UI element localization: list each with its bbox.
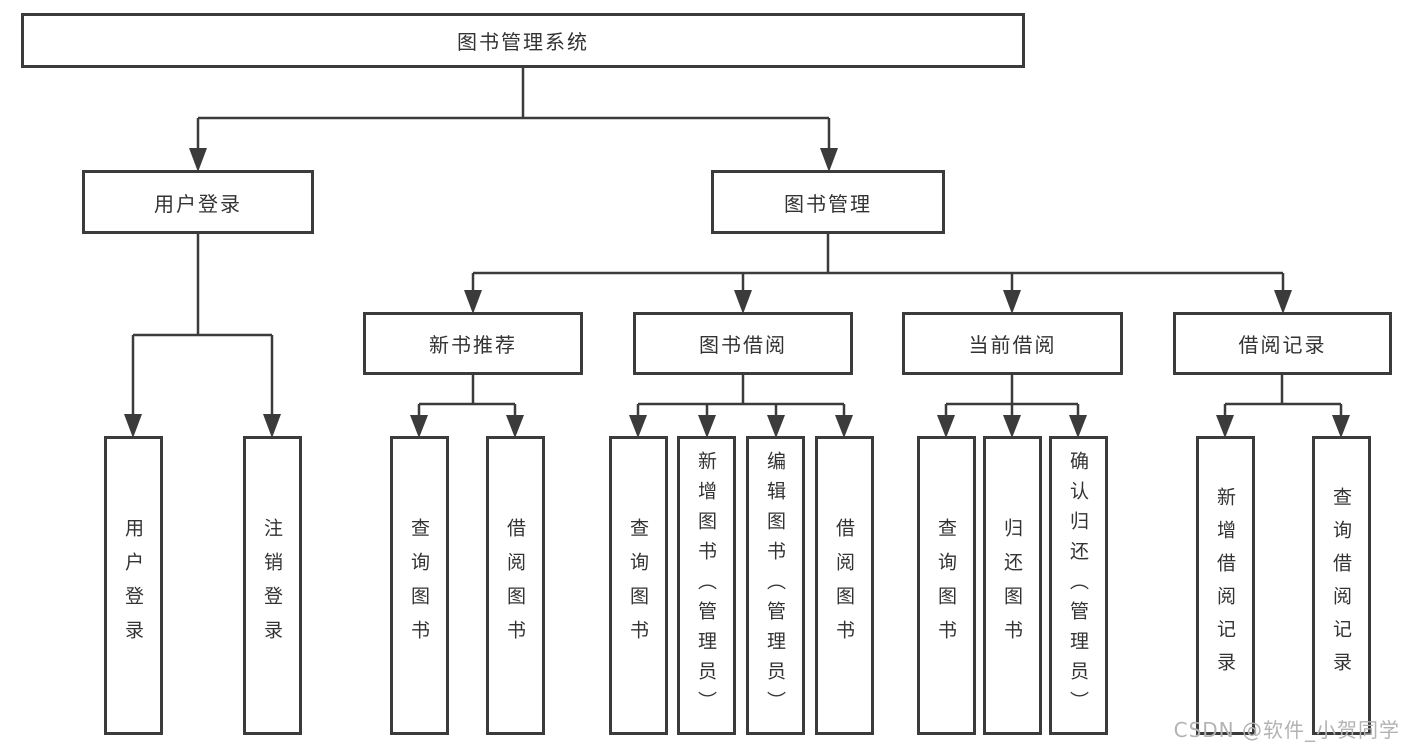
arrow-leaf-bb-query <box>629 415 647 438</box>
arrow-leaf-user-login <box>124 414 142 438</box>
arrow-book-borrow <box>734 290 752 314</box>
leaf-record-query: 查询借阅记录 <box>1312 436 1371 735</box>
node-book-mgmt-label: 图书管理 <box>784 191 872 216</box>
arrow-leaf-cb-query <box>937 415 955 438</box>
arrow-leaf-cb-confirm <box>1069 415 1087 438</box>
arrow-leaf-bb-edit <box>767 415 785 438</box>
arrow-leaf-bb-borrow <box>835 415 853 438</box>
node-borrow-record: 借阅记录 <box>1173 312 1392 375</box>
arrow-new-book <box>464 290 482 314</box>
leaf-logout: 注销登录 <box>243 436 302 735</box>
leaf-logout-label: 注销登录 <box>261 517 283 654</box>
connector-current-borrow-to-children <box>944 375 1080 418</box>
arrow-borrow-record <box>1274 290 1292 314</box>
leaf-current-query: 查询图书 <box>917 436 976 735</box>
watermark: CSDN @软件_小贺同学 <box>1173 718 1400 742</box>
arrow-leaf-cb-return <box>1003 415 1021 438</box>
node-root-label: 图书管理系统 <box>457 30 589 54</box>
node-user-login: 用户登录 <box>82 170 314 234</box>
arrow-leaf-bb-add <box>698 415 716 438</box>
arrow-book-mgmt <box>820 148 838 172</box>
leaf-record-add-label: 新增借阅记录 <box>1214 486 1236 685</box>
arrow-leaf-nb-query <box>410 415 428 438</box>
connector-book-borrow-to-children <box>636 375 846 418</box>
leaf-current-query-label: 查询图书 <box>935 517 957 654</box>
leaf-newbook-borrow-label: 借阅图书 <box>504 517 526 654</box>
leaf-current-confirm-admin-label: 确认归还（管理员） <box>1067 450 1089 721</box>
leaf-current-confirm-admin: 确认归还（管理员） <box>1049 436 1108 735</box>
connector-book-mgmt-to-level3 <box>471 234 1285 292</box>
node-user-login-label: 用户登录 <box>154 191 242 216</box>
arrow-user-login <box>189 148 207 172</box>
leaf-current-return-label: 归还图书 <box>1001 517 1023 654</box>
arrowheads <box>124 148 1350 438</box>
leaf-borrow-query-label: 查询图书 <box>627 517 649 654</box>
leaf-user-login-label: 用户登录 <box>122 517 144 654</box>
leaf-newbook-query-label: 查询图书 <box>408 517 430 654</box>
node-root: 图书管理系统 <box>21 13 1025 68</box>
leaf-record-query-label: 查询借阅记录 <box>1330 486 1352 685</box>
node-book-borrow-label: 图书借阅 <box>699 333 787 357</box>
leaf-borrow-borrow-label: 借阅图书 <box>833 517 855 654</box>
node-current-borrow: 当前借阅 <box>902 312 1123 375</box>
leaf-borrow-query: 查询图书 <box>609 436 668 735</box>
leaf-newbook-borrow: 借阅图书 <box>486 436 545 735</box>
leaf-borrow-borrow: 借阅图书 <box>815 436 874 735</box>
leaf-borrow-add-admin-label: 新增图书（管理员） <box>695 450 717 721</box>
arrow-leaf-nb-borrow <box>506 415 524 438</box>
leaf-borrow-edit-admin: 编辑图书（管理员） <box>746 436 805 735</box>
node-book-mgmt: 图书管理 <box>711 170 945 234</box>
leaf-record-add: 新增借阅记录 <box>1196 436 1255 735</box>
node-current-borrow-label: 当前借阅 <box>968 333 1057 357</box>
connector-root-to-level2 <box>196 68 831 152</box>
arrow-leaf-logout <box>263 414 281 438</box>
connector-new-book-to-children <box>417 375 517 418</box>
leaf-user-login: 用户登录 <box>104 436 163 735</box>
leaf-current-return: 归还图书 <box>983 436 1042 735</box>
connector-borrow-record-to-children <box>1223 375 1343 418</box>
arrow-leaf-br-query <box>1332 415 1350 438</box>
connector-user-login-to-children <box>131 234 274 416</box>
leaf-borrow-add-admin: 新增图书（管理员） <box>677 436 736 735</box>
leaf-borrow-edit-admin-label: 编辑图书（管理员） <box>764 450 786 721</box>
arrow-leaf-br-add <box>1216 415 1234 438</box>
node-new-book: 新书推荐 <box>363 312 583 375</box>
leaf-newbook-query: 查询图书 <box>390 436 449 735</box>
arrow-current-borrow <box>1003 290 1021 314</box>
node-book-borrow: 图书借阅 <box>633 312 853 375</box>
node-borrow-record-label: 借阅记录 <box>1238 333 1327 357</box>
node-new-book-label: 新书推荐 <box>429 333 517 357</box>
